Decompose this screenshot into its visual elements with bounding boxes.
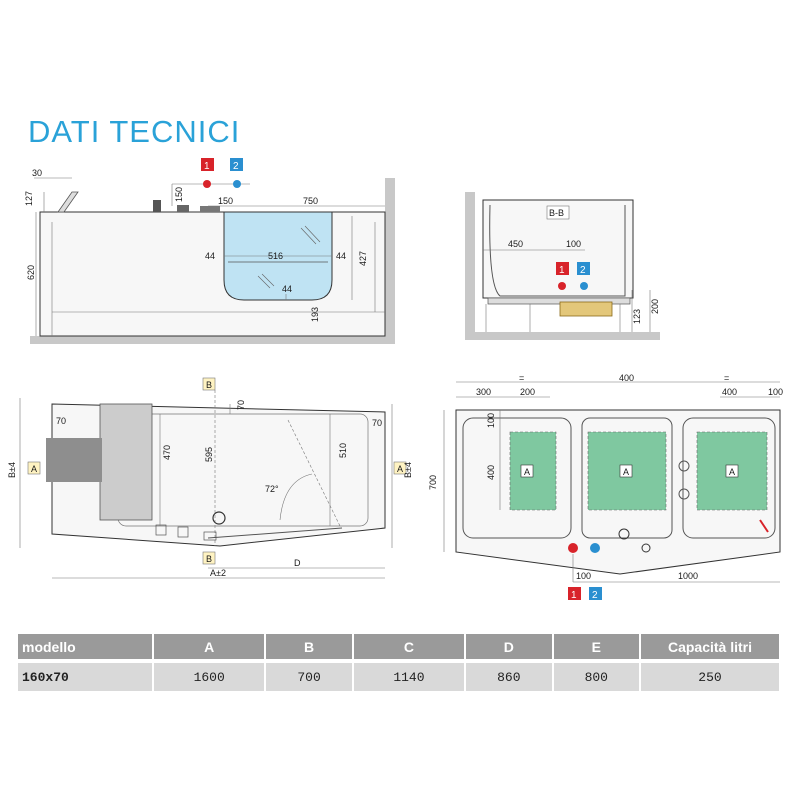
- hot-water-marker-floor: [568, 587, 581, 600]
- dim-595: 595: [204, 447, 214, 462]
- dim-44-left: 44: [205, 251, 215, 261]
- front-wall: [385, 178, 395, 336]
- dim-400-left: 400: [486, 465, 496, 480]
- section-a-marker-right: A: [397, 464, 403, 474]
- dim-70-right: 70: [372, 418, 382, 428]
- page-title: DATI TECNICI: [28, 114, 241, 149]
- hot-inlet: [568, 543, 578, 553]
- drain-assembly: [559, 301, 613, 317]
- section-view: B-B 450 100 123 200 1 2: [465, 192, 660, 340]
- section-wall: [465, 192, 475, 332]
- dim-eq-left: =: [519, 373, 524, 383]
- front-floor: [30, 336, 395, 344]
- seat-panel: [99, 403, 153, 521]
- faucet-shape: [153, 200, 161, 212]
- dim-44-bottom: 44: [282, 284, 292, 294]
- door-angle: 72°: [265, 484, 279, 494]
- table-header-row: modello A B C D E Capacità litri: [18, 634, 781, 661]
- dim-70-top: 70: [236, 400, 246, 410]
- dim-100-topright: 100: [768, 387, 783, 397]
- section-b-marker-bottom: B: [206, 554, 212, 564]
- dim-100-section: 100: [566, 239, 581, 249]
- cell-d: 860: [465, 659, 554, 691]
- dim-510: 510: [338, 443, 348, 458]
- hot-marker-label-floor: 1: [571, 590, 577, 601]
- plan-view: B B A A 70 70 470 595 510 70 72° B±4 B±4…: [7, 377, 413, 579]
- cold-water-marker-section: [577, 262, 590, 275]
- header-b: B: [265, 634, 354, 661]
- seat-extension: [46, 438, 102, 482]
- dim-470: 470: [162, 445, 172, 460]
- spec-table: modello A B C D E Capacità litri 160x70 …: [18, 634, 781, 691]
- dim-200-floor: 200: [520, 387, 535, 397]
- dim-200: 200: [650, 299, 660, 314]
- cell-a: 1600: [153, 659, 267, 691]
- cell-c: 1140: [352, 659, 467, 691]
- hot-marker-label-section: 1: [559, 265, 565, 276]
- zone-label-1: A: [524, 467, 530, 477]
- dim-b-right: B±4: [403, 462, 413, 478]
- zone-label-2: A: [623, 467, 629, 477]
- dim-d: D: [294, 558, 301, 568]
- section-bb-label: B-B: [549, 208, 564, 218]
- dim-300: 300: [476, 387, 491, 397]
- hot-marker-label: 1: [204, 161, 210, 172]
- dim-150-horizontal: 150: [218, 196, 233, 206]
- headrest: [57, 191, 79, 213]
- header-d: D: [465, 634, 554, 661]
- cold-inlet: [590, 543, 600, 553]
- dim-70-left: 70: [56, 416, 66, 426]
- header-c: C: [352, 634, 467, 661]
- cell-capacity: 250: [640, 659, 781, 691]
- dim-620: 620: [26, 265, 36, 280]
- dim-b-left: B±4: [7, 462, 17, 478]
- dim-427: 427: [358, 251, 368, 266]
- section-b-marker-top: B: [206, 380, 212, 390]
- dim-400-top: 400: [619, 373, 634, 383]
- cell-e: 800: [552, 659, 642, 691]
- dim-150-vertical: 150: [174, 187, 184, 202]
- floor-view: A A A = 400 = 300 200 400 1: [428, 373, 783, 601]
- dim-193: 193: [310, 307, 320, 322]
- dim-127: 127: [24, 191, 34, 206]
- cold-water-marker-floor: [589, 587, 602, 600]
- zone-label-3: A: [729, 467, 735, 477]
- dim-450: 450: [508, 239, 523, 249]
- dim-a: A±2: [210, 568, 226, 578]
- header-a: A: [153, 634, 267, 661]
- hot-water-marker: [201, 158, 214, 171]
- dim-44-right: 44: [336, 251, 346, 261]
- cell-model: 160x70: [18, 659, 154, 691]
- dim-516: 516: [268, 251, 283, 261]
- section-floor: [465, 332, 660, 340]
- hot-water-marker-section: [556, 262, 569, 275]
- dim-30: 30: [32, 168, 42, 178]
- dim-750: 750: [303, 196, 318, 206]
- cold-marker-label: 2: [233, 161, 239, 172]
- dim-700: 700: [428, 475, 438, 490]
- tub-body-front: [39, 211, 386, 337]
- header-e: E: [552, 634, 642, 661]
- dim-1000: 1000: [678, 571, 698, 581]
- dim-123: 123: [632, 309, 642, 324]
- header-capacity: Capacità litri: [640, 634, 781, 661]
- dim-100-left: 100: [486, 413, 496, 428]
- header-modello: modello: [18, 634, 154, 661]
- dim-eq-right: =: [724, 373, 729, 383]
- section-a-marker-left: A: [31, 464, 37, 474]
- cold-marker-label-section: 2: [580, 265, 586, 276]
- dim-400-right: 400: [722, 387, 737, 397]
- cold-marker-label-floor: 2: [592, 590, 598, 601]
- cell-b: 700: [265, 659, 354, 691]
- front-view: 30 127 620 150 150 750 44 516 44 427 44 …: [24, 158, 395, 344]
- table-row: 160x70 1600 700 1140 860 800 250: [18, 659, 781, 691]
- dim-100-bottom: 100: [576, 571, 591, 581]
- cold-water-marker: [230, 158, 243, 171]
